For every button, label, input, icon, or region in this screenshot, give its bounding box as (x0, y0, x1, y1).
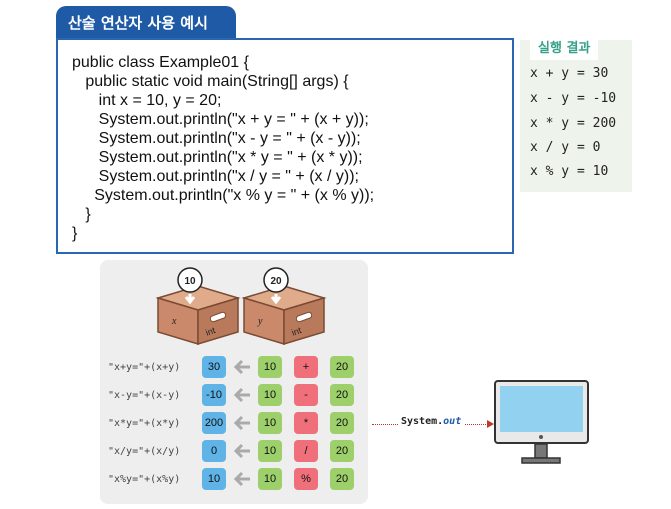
box-x: x int 10 (155, 267, 241, 346)
row-operator: - (294, 384, 318, 406)
row-x-value: 10 (258, 440, 282, 462)
row-operator: * (294, 412, 318, 434)
code-line: System.out.println("x - y = " + (x - y))… (72, 130, 361, 147)
row-x-value: 10 (258, 468, 282, 490)
code-line: System.out.println("x % y = " + (x % y))… (72, 187, 375, 204)
row-y-value: 20 (330, 384, 354, 406)
result-line: x * y = 200 (530, 116, 617, 131)
row-y-value: 20 (330, 412, 354, 434)
row-x-value: 10 (258, 412, 282, 434)
row-result: -10 (202, 384, 226, 406)
monitor-icon (494, 380, 589, 464)
row-expression: "x/y="+(x/y) (108, 446, 181, 457)
box-x-value: 10 (184, 276, 196, 287)
box-x-value-circle (177, 267, 203, 293)
output-label-suffix: out (443, 416, 462, 427)
code-block: public class Example01 { public static v… (56, 38, 514, 254)
result-title: 실행 결과 (530, 38, 599, 60)
section-title: 산술 연산자 사용 예시 (56, 6, 236, 38)
result-line: x / y = 0 (530, 140, 601, 155)
left-arrow-icon (233, 359, 250, 375)
left-arrow-icon (233, 415, 250, 431)
output-label-prefix: System. (401, 416, 444, 427)
row-result: 10 (202, 468, 226, 490)
box-y-side-label: y (257, 316, 263, 327)
row-expression: "x+y="+(x+y) (108, 362, 181, 373)
box-y-value: 20 (270, 276, 282, 287)
code-line: public static void main(String[] args) { (72, 73, 349, 90)
box-y-type-label: int (290, 325, 303, 338)
row-result: 200 (202, 412, 226, 434)
row-expression: "x-y="+(x-y) (108, 390, 181, 401)
code-line: System.out.println("x + y = " + (x + y))… (72, 111, 369, 128)
row-operator: + (294, 356, 318, 378)
result-panel: 실행 결과 x + y = 30 x - y = -10 x * y = 200… (520, 38, 632, 192)
variable-boxes: x int 10 y int 20 (155, 267, 327, 346)
result-line: x - y = -10 (530, 91, 617, 106)
code-line: System.out.println("x * y = " + (x * y))… (72, 149, 363, 166)
row-y-value: 20 (330, 356, 354, 378)
row-x-value: 10 (258, 384, 282, 406)
arrow-right-icon (487, 420, 494, 428)
code-line: public class Example01 { (72, 54, 249, 71)
row-x-value: 10 (258, 356, 282, 378)
row-expression: "x%y="+(x%y) (108, 474, 181, 485)
left-arrow-icon (233, 471, 250, 487)
row-y-value: 20 (330, 440, 354, 462)
left-arrow-icon (233, 443, 250, 459)
code-line: int x = 10, y = 20; (72, 92, 222, 109)
output-label: System.out (398, 416, 465, 427)
code-line: System.out.println("x / y = " + (x / y))… (72, 168, 359, 185)
result-line: x + y = 30 (530, 66, 609, 81)
code-line: } (72, 206, 91, 223)
row-result: 30 (202, 356, 226, 378)
row-y-value: 20 (330, 468, 354, 490)
left-arrow-icon (233, 387, 250, 403)
row-operator: / (294, 440, 318, 462)
row-result: 0 (202, 440, 226, 462)
box-y-value-circle (263, 267, 289, 293)
row-operator: % (294, 468, 318, 490)
box-x-side-label: x (171, 316, 177, 327)
code-line: } (72, 225, 78, 242)
box-y: y int 20 (241, 267, 327, 346)
row-expression: "x*y="+(x*y) (108, 418, 181, 429)
box-x-type-label: int (204, 325, 217, 338)
result-line: x % y = 10 (530, 164, 609, 179)
